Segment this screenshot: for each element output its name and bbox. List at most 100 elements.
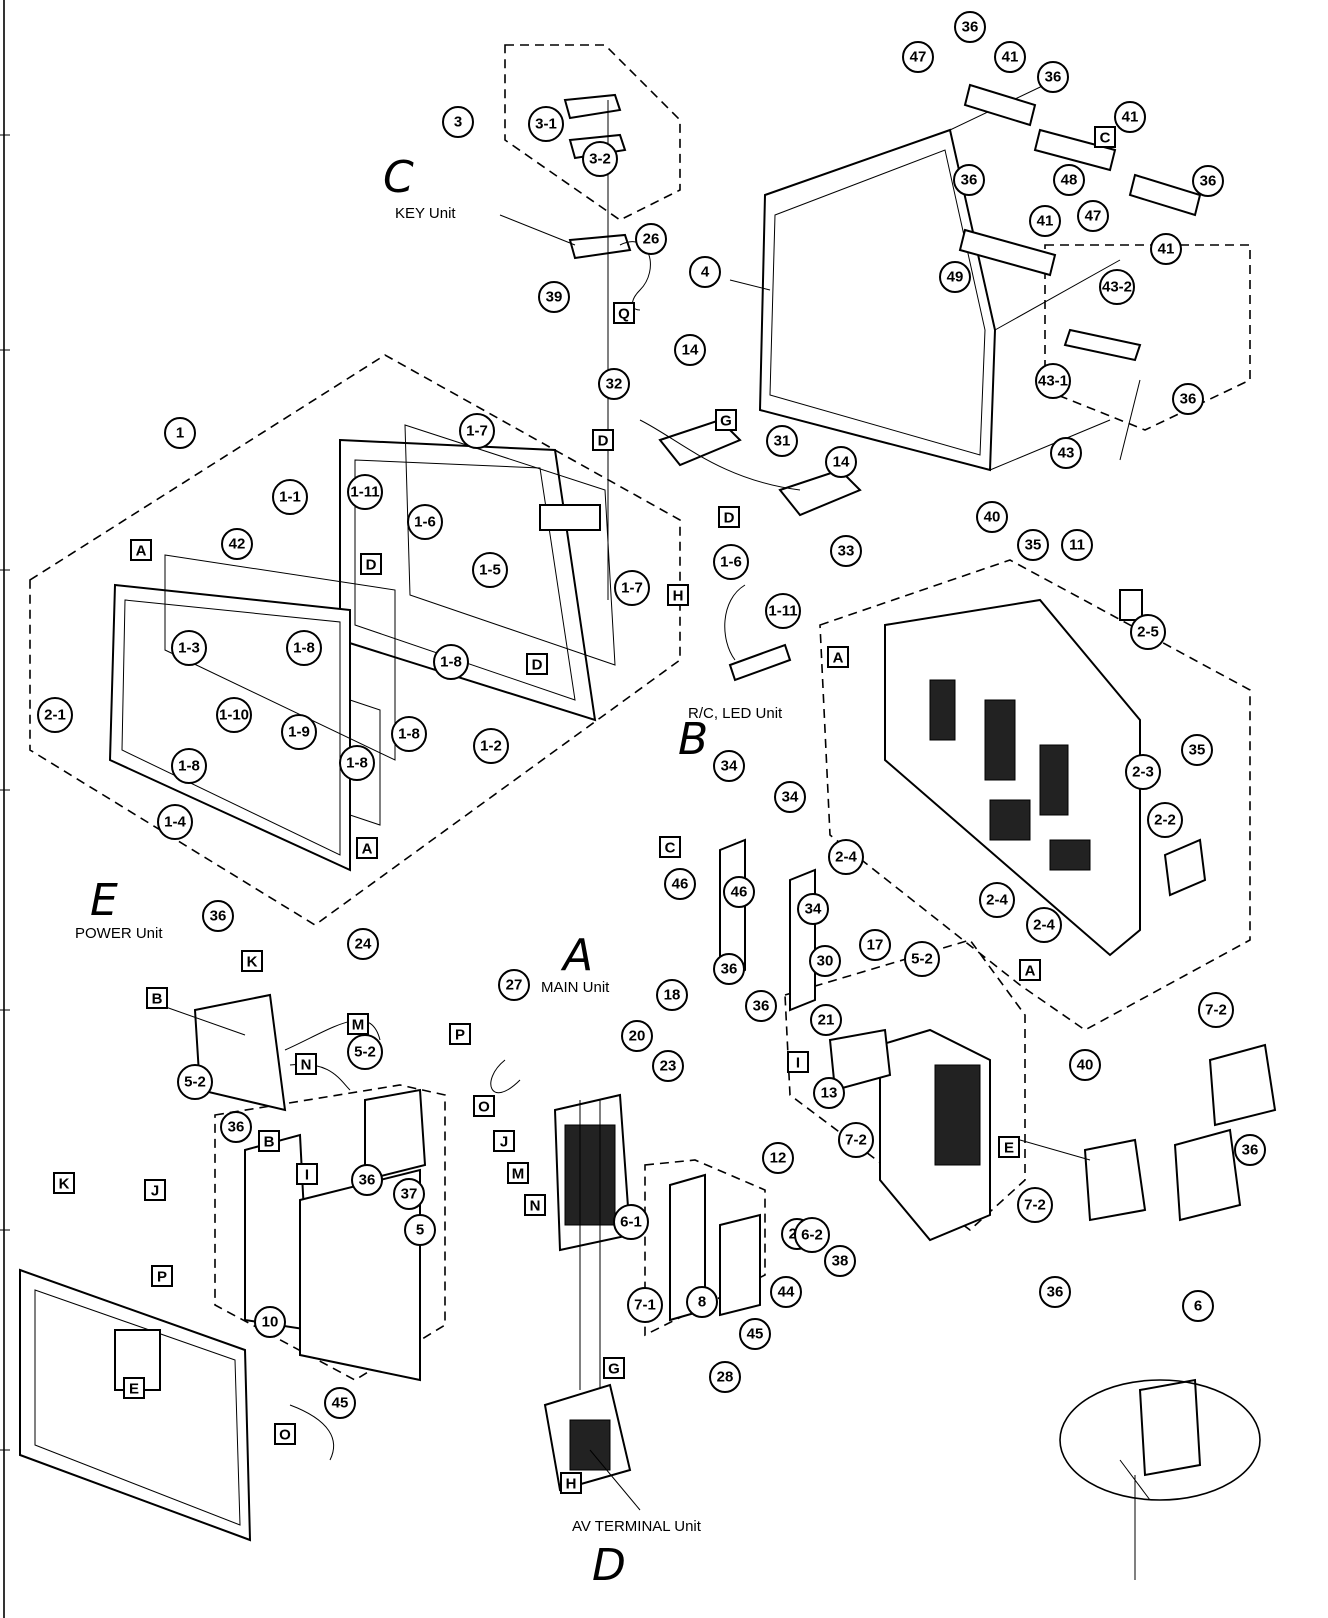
- callout-17: 17: [859, 929, 891, 961]
- callout-label: 46: [731, 884, 748, 901]
- callout-31: 31: [766, 425, 798, 457]
- callout-36: 36: [713, 953, 745, 985]
- callout-label: 36: [1200, 173, 1217, 190]
- callout-1-5: 1-5: [472, 552, 508, 588]
- callout-1-1: 1-1: [272, 479, 308, 515]
- rc-led-unit-letter: B: [678, 714, 708, 765]
- callout-10: 10: [254, 1306, 286, 1338]
- callout-label: 3: [454, 114, 462, 131]
- connector-box-e: E: [123, 1377, 145, 1399]
- callout-label: 39: [546, 289, 563, 306]
- connector-box-label: D: [724, 510, 735, 527]
- terminal-bracket-6: [669, 1173, 761, 1322]
- callout-label: 1-8: [178, 758, 200, 775]
- connector-box-label: O: [279, 1427, 291, 1444]
- connector-box-p: P: [151, 1265, 173, 1287]
- callout-label: 12: [770, 1150, 787, 1167]
- callout-label: 20: [629, 1028, 646, 1045]
- connector-box-label: B: [264, 1134, 275, 1151]
- connector-box-j: J: [493, 1130, 515, 1152]
- connector-box-label: I: [796, 1055, 800, 1072]
- callout-label: 43: [1058, 445, 1075, 462]
- callout-26: 26: [635, 223, 667, 255]
- callout-label: 1-6: [414, 514, 436, 531]
- callout-36: 36: [351, 1164, 383, 1196]
- power-unit-board: [193, 993, 381, 1112]
- callout-label: 41: [1158, 241, 1175, 258]
- callout-1-2: 1-2: [473, 728, 509, 764]
- callout-label: 8: [698, 1294, 706, 1311]
- connector-box-label: G: [720, 413, 732, 430]
- callout-label: 1-3: [178, 640, 200, 657]
- callout-49: 49: [939, 261, 971, 293]
- callout-45: 45: [739, 1318, 771, 1350]
- callout-label: 30: [817, 953, 834, 970]
- callout-label: 7-2: [1024, 1197, 1046, 1214]
- callout-label: 23: [660, 1058, 677, 1075]
- callout-label: 21: [818, 1012, 835, 1029]
- av-terminal-unit-letter: D: [592, 1540, 626, 1591]
- callout-label: 3-2: [589, 151, 611, 168]
- connector-box-label: A: [1025, 963, 1036, 980]
- callout-label: 1-7: [621, 580, 643, 597]
- callout-47: 47: [902, 41, 934, 73]
- callout-label: 2-4: [986, 892, 1008, 909]
- callout-36: 36: [220, 1111, 252, 1143]
- callout-label: 48: [1061, 172, 1078, 189]
- callout-label: 17: [867, 937, 884, 954]
- connector-box-j: J: [144, 1179, 166, 1201]
- connector-box-n: N: [295, 1053, 317, 1075]
- connector-box-a: A: [130, 539, 152, 561]
- callout-47: 47: [1077, 200, 1109, 232]
- callout-27: 27: [498, 969, 530, 1001]
- callout-1-10: 1-10: [216, 697, 252, 733]
- callout-5-2: 5-2: [177, 1064, 213, 1100]
- callout-label: 2-3: [1132, 764, 1154, 781]
- connector-box-label: O: [478, 1099, 490, 1116]
- callout-12: 12: [762, 1142, 794, 1174]
- connector-box-c: C: [659, 836, 681, 858]
- callout-label: 41: [1122, 109, 1139, 126]
- callout-39: 39: [538, 281, 570, 313]
- key-unit-label: KEY Unit: [395, 205, 456, 222]
- callout-label: 26: [643, 231, 660, 248]
- connector-box-label: I: [305, 1167, 309, 1184]
- callout-35: 35: [1017, 529, 1049, 561]
- callout-34: 34: [713, 750, 745, 782]
- connector-box-label: C: [665, 840, 676, 857]
- connector-box-b: B: [258, 1130, 280, 1152]
- callout-21: 21: [810, 1004, 842, 1036]
- callout-label: 36: [1045, 69, 1062, 86]
- callout-label: 49: [947, 269, 964, 286]
- av-terminal-unit-label: AV TERMINAL Unit: [572, 1518, 702, 1535]
- callout-24: 24: [347, 928, 379, 960]
- connector-box-m: M: [347, 1013, 369, 1035]
- callout-label: 36: [1180, 391, 1197, 408]
- callout-37: 37: [393, 1178, 425, 1210]
- callout-38: 38: [824, 1245, 856, 1277]
- top-brackets: [958, 83, 1202, 362]
- connector-box-e: E: [998, 1136, 1020, 1158]
- callout-label: 18: [664, 987, 681, 1004]
- callout-3-2: 3-2: [582, 141, 618, 177]
- callout-1-11: 1-11: [765, 593, 801, 629]
- leader-lines: [159, 214, 1151, 1511]
- callout-2-4: 2-4: [1026, 907, 1062, 943]
- callout-14: 14: [825, 446, 857, 478]
- callout-36: 36: [954, 11, 986, 43]
- callout-1-7: 1-7: [614, 570, 650, 606]
- callout-4: 4: [689, 256, 721, 288]
- callout-44: 44: [770, 1276, 802, 1308]
- callout-label: 1-7: [466, 423, 488, 440]
- callout-34: 34: [774, 781, 806, 813]
- connector-box-n: N: [524, 1194, 546, 1216]
- callout-label: 41: [1037, 213, 1054, 230]
- connector-box-label: E: [1004, 1140, 1014, 1157]
- connector-box-label: K: [247, 954, 258, 971]
- callout-label: 36: [753, 998, 770, 1015]
- speaker-assembly: [639, 418, 862, 517]
- connector-box-label: J: [151, 1183, 159, 1200]
